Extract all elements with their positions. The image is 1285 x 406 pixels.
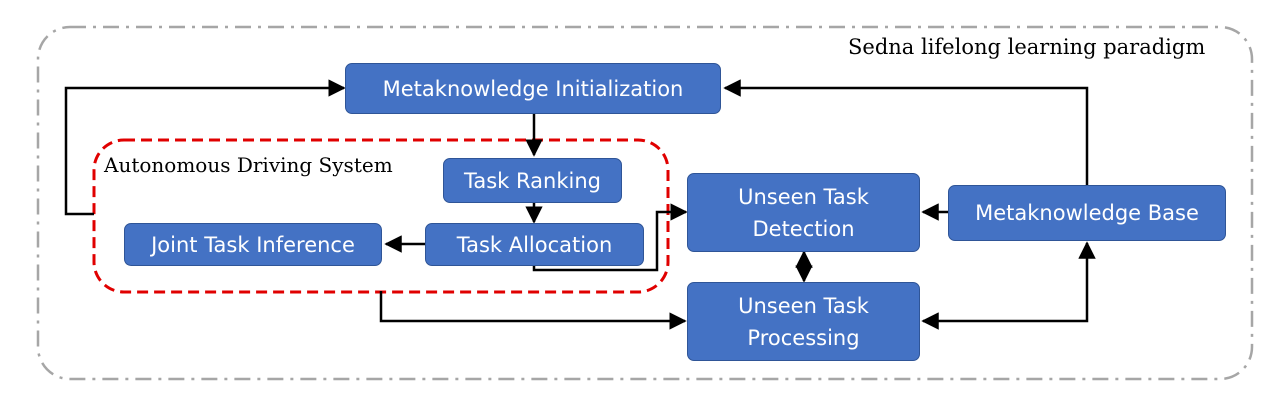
node-unseen-task-processing: Unseen Task Processing [687,282,920,361]
outer-boundary-label: Sedna lifelong learning paradigm [848,35,1206,59]
node-unseen-task-detection: Unseen Task Detection [687,173,920,252]
node-metaknowledge-base: Metaknowledge Base [948,185,1226,241]
inner-boundary-label: Autonomous Driving System [104,153,393,177]
arrow-allocation-to-detection [532,203,688,272]
arrow-processing-base [921,241,1096,330]
arrow-base-to-init [723,79,1089,185]
node-metaknowledge-initialization: Metaknowledge Initialization [345,63,721,114]
node-joint-task-inference: Joint Task Inference [124,223,382,266]
arrow-inference-to-processing [379,291,687,330]
outer-boundary [36,25,1254,381]
arrow-system-to-init [64,79,346,216]
node-task-ranking: Task Ranking [443,158,622,203]
node-task-allocation: Task Allocation [425,223,644,266]
